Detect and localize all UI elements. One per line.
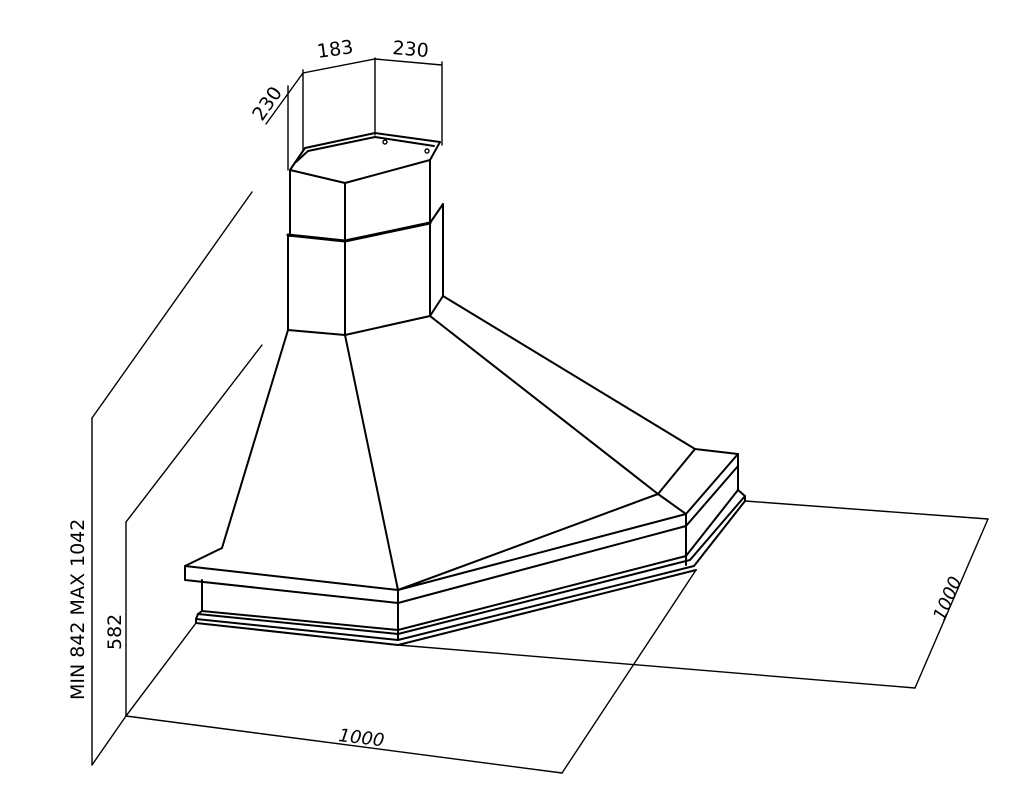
chimney <box>286 132 444 336</box>
dim-floor-right-width: 1000 <box>929 574 966 624</box>
dim-floor-left-width: 1000 <box>337 725 385 751</box>
guide-lines <box>91 191 989 774</box>
dim-chimney-right-depth: 230 <box>392 37 430 62</box>
hood-body <box>184 295 746 646</box>
dim-total-height: MIN 842 MAX 1042 <box>67 519 89 700</box>
dim-hood-height: 582 <box>104 614 126 650</box>
dim-chimney-front-width: 183 <box>316 36 355 63</box>
chimney-dimension-lines <box>265 57 443 171</box>
